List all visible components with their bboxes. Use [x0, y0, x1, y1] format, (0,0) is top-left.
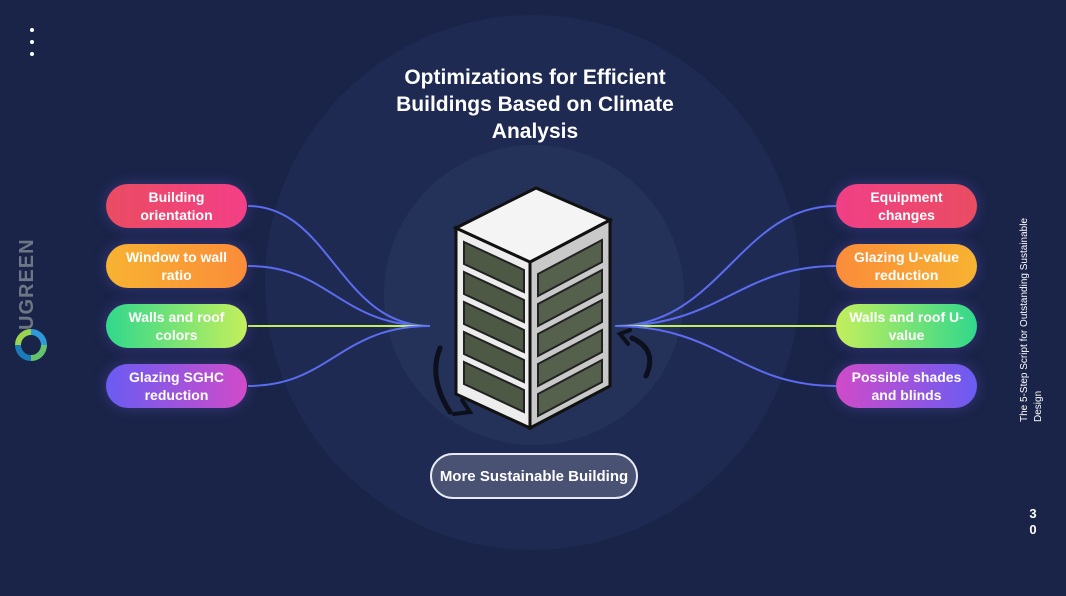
slide-title: Optimizations for Efficient Buildings Ba… — [396, 66, 674, 143]
connector-building-orientation — [247, 205, 431, 327]
factor-equipment-changes: Equipment changes — [836, 184, 977, 228]
factor-walls-and-roof-colors: Walls and roof colors — [106, 304, 247, 348]
connector-equipment-changes — [614, 205, 837, 327]
connector-glazing-sghc — [247, 325, 431, 387]
logo-ring-icon — [15, 329, 47, 361]
factor-possible-shades-and-blinds: Possible shades and blinds — [836, 364, 977, 408]
side-caption: The 5-Step Script for Outstanding Sustai… — [1019, 217, 1044, 422]
factor-walls-and-roof-u-value: Walls and roof U-value — [836, 304, 977, 348]
factor-window-to-wall-ratio: Window to wall ratio — [106, 244, 247, 288]
result-sustainable-building: More Sustainable Building — [430, 453, 638, 499]
ugreen-logo: UGREEN — [12, 238, 52, 365]
factor-building-orientation: Building orientation — [106, 184, 247, 228]
more-options-icon[interactable] — [24, 28, 40, 64]
factor-glazing-u-value-reduction: Glazing U-value reduction — [836, 244, 977, 288]
page-number: 30 — [1029, 506, 1037, 537]
connector-shades-and-blinds — [614, 325, 837, 387]
building-illustration — [433, 186, 653, 430]
factor-glazing-sghc-reduction: Glazing SGHC reduction — [106, 364, 247, 408]
connector-window-to-wall-ratio — [247, 265, 431, 327]
connector-glazing-u-value — [614, 265, 837, 327]
